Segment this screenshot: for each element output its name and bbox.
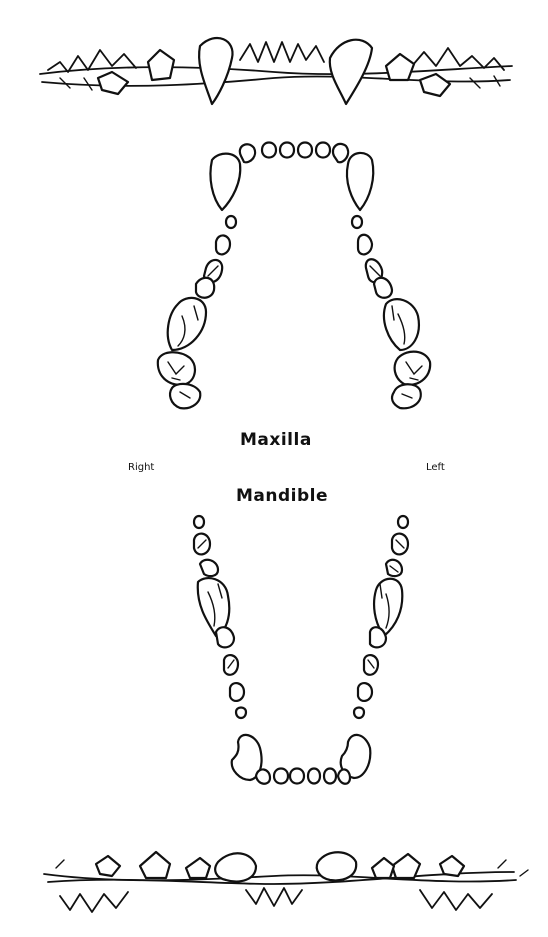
- left-side-label: Left: [426, 462, 445, 473]
- mandible-occlusal-view: [194, 516, 408, 784]
- maxilla-label: Maxilla: [240, 430, 312, 450]
- right-side-label: Right: [128, 462, 154, 473]
- maxilla-occlusal-view: [158, 143, 430, 409]
- mandible-label: Mandible: [236, 486, 328, 506]
- maxilla-lateral-view: [40, 38, 512, 104]
- mandible-lateral-view: [44, 852, 528, 912]
